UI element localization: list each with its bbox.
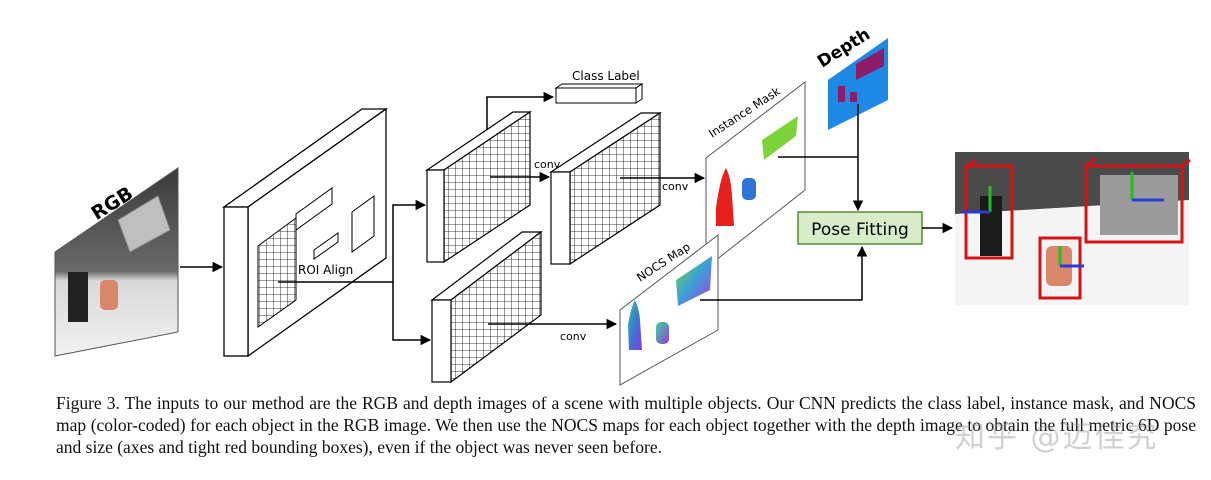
conv-label-1: conv: [534, 158, 561, 171]
arrow-to-head-bottom: [392, 282, 432, 346]
head-feature-block-1: [425, 110, 532, 264]
roi-align-label: ROI Align: [298, 263, 353, 277]
pose-fitting-label: Pose Fitting: [811, 220, 909, 240]
arrow-to-head-top: [392, 199, 427, 282]
nocs-map-panel: [619, 233, 719, 386]
arrow-to-class-label: [486, 91, 555, 130]
backbone-feature-map: [221, 107, 389, 358]
conv-label-3: conv: [560, 330, 587, 343]
class-label-bar: [554, 83, 644, 104]
depth-image: [828, 38, 888, 130]
head-feature-block-3: [430, 230, 543, 384]
rgb-image: [54, 167, 179, 357]
output-pose-image: [955, 152, 1191, 305]
figure-caption: Figure 3. The inputs to our method are t…: [56, 393, 1196, 457]
class-label-text: Class Label: [572, 69, 640, 83]
arrow-nocs-to-pose: [700, 245, 868, 301]
head-feature-block-2: [548, 111, 663, 266]
nocs-pipeline-diagram: RGB ROI Align Class Label conv conv: [54, 25, 1191, 386]
watermark: 知乎 @迈佳究: [955, 420, 1159, 455]
instance-mask-panel: [705, 80, 806, 270]
conv-label-2: conv: [662, 180, 689, 193]
pose-fitting-box: [797, 211, 923, 245]
